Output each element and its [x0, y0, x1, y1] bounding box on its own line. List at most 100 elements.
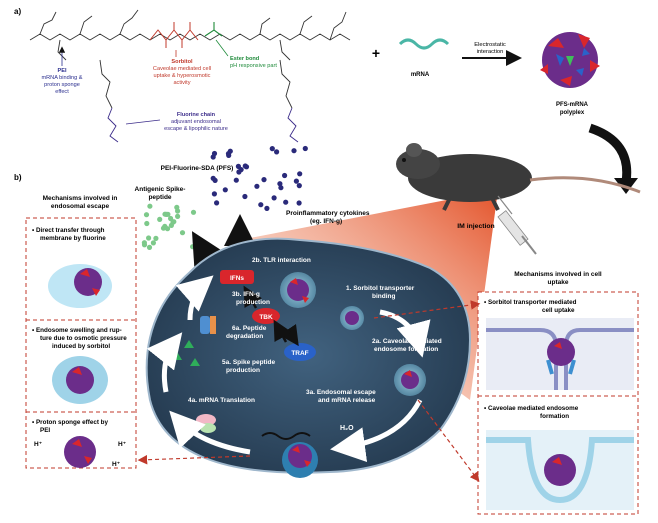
cytokine-dot: [296, 183, 302, 189]
svg-text:PEI: PEI: [40, 427, 50, 434]
caveolae-polyplex-icon: [394, 364, 426, 396]
svg-text:production: production: [236, 299, 270, 306]
cytokine-dot: [283, 199, 289, 205]
cytokine-dot: [271, 195, 277, 201]
cytokine-dot: [258, 202, 264, 208]
peptide-dot: [143, 212, 150, 218]
h-plus-1: H⁺: [34, 441, 42, 448]
polymer-structure: [29, 9, 351, 109]
peptide-dot: [146, 244, 153, 250]
cytokine-dot: [261, 177, 267, 183]
peptide-degradation-label: 6a. Peptide degradation: [226, 325, 267, 340]
svg-text:effect: effect: [55, 89, 69, 95]
mrna-release-icon: [261, 432, 311, 440]
svg-text:escape & lipophilic nature: escape & lipophilic nature: [164, 126, 228, 132]
svg-text:PFS-mRNA: PFS-mRNA: [556, 102, 589, 108]
svg-text:Mechanisms involved in cell: Mechanisms involved in cell: [514, 271, 602, 278]
svg-text:induced by sorbitol: induced by sorbitol: [52, 343, 110, 350]
svg-text:polyplex: polyplex: [560, 110, 585, 116]
cytokine-dot: [211, 150, 218, 157]
svg-text:• Endosome swelling and rup-: • Endosome swelling and rup-: [32, 327, 122, 334]
cytokines-label: Proinflammatory cytokines (eg. IFN-g): [286, 210, 370, 225]
tlr-label: 2b. TLR interaction: [252, 257, 311, 264]
svg-text:• Caveolae mediated endosome: • Caveolae mediated endosome: [484, 405, 579, 412]
fluorine-chains: [107, 107, 299, 143]
connector-to-escape: [137, 454, 251, 465]
escape-item-3: • Proton sponge effect by PEI: [32, 419, 109, 434]
svg-text:5a. Spike peptide: 5a. Spike peptide: [222, 359, 275, 366]
escape-item-2: • Endosome swelling and rup- ture due to…: [32, 327, 127, 350]
svg-text:pH responsive part: pH responsive part: [230, 63, 277, 69]
sorbitol-label: Sorbitol Caveolae mediated cell uptake &…: [153, 59, 211, 86]
syringe-icon: [497, 195, 537, 255]
traf-label: TRAF: [291, 350, 308, 357]
cytokine-dot: [211, 191, 217, 197]
svg-text:endosome formation: endosome formation: [374, 346, 438, 353]
svg-text:activity: activity: [173, 80, 190, 86]
cytokine-dot: [264, 205, 270, 211]
svg-text:Caveolae mediated cell: Caveolae mediated cell: [153, 66, 211, 72]
peptide-dot: [175, 208, 181, 214]
cytokine-dot: [297, 171, 303, 177]
cytokine-dot: [238, 167, 244, 173]
peptide-dot: [150, 240, 156, 246]
mrna-strand-icon: [398, 38, 450, 50]
escape-title: Mechanisms involved in endosomal escape: [43, 195, 118, 210]
svg-text:• Proton sponge effect by: • Proton sponge effect by: [32, 419, 109, 426]
svg-text:1. Sorbitol transporter: 1. Sorbitol transporter: [346, 285, 415, 292]
cytokine-dot: [302, 145, 308, 152]
uptake-item-2: • Caveolae mediated endosome formation: [484, 405, 579, 420]
cytokine-dot: [214, 200, 220, 206]
curved-arrow: [588, 123, 632, 183]
svg-text:Proinflammatory cytokines: Proinflammatory cytokines: [286, 210, 370, 217]
spike-production-label: 5a. Spike peptide production: [222, 359, 275, 374]
interaction-label: Electrostatic interaction: [474, 42, 506, 55]
peptide-dot: [147, 203, 153, 209]
h-plus-3: H⁺: [112, 461, 120, 468]
pei-label: PEI mRNA binding & proton sponge effect: [41, 68, 82, 95]
peptide-dot: [163, 211, 169, 217]
svg-text:binding: binding: [372, 293, 395, 300]
fluorine-pointer: [125, 119, 161, 125]
peptide-dot: [144, 220, 150, 227]
svg-text:membrane by fluorine: membrane by fluorine: [40, 235, 106, 242]
svg-text:(eg. IFN-g): (eg. IFN-g): [310, 218, 342, 225]
svg-text:peptide: peptide: [148, 194, 171, 201]
cytokine-dot: [277, 181, 283, 187]
svg-text:3a. Endosomal escape: 3a. Endosomal escape: [306, 389, 376, 396]
svg-text:endosomal escape: endosomal escape: [51, 203, 110, 210]
transporter-membrane-icon: [486, 318, 634, 390]
peptide-dot: [153, 235, 159, 241]
antigenic-peptide-dots: [141, 203, 197, 250]
endosomal-escape-label: 3a. Endosomal escape and mRNA release: [306, 389, 376, 404]
peptide-dot: [141, 242, 148, 248]
h-plus-2: H⁺: [118, 441, 126, 448]
cytokine-dot: [242, 193, 248, 200]
ester-moiety: [204, 22, 223, 37]
svg-text:3b. IFN-g: 3b. IFN-g: [232, 291, 260, 298]
tbk-label: TBK: [259, 314, 273, 321]
svg-text:ture due to osmotic pressure: ture due to osmotic pressure: [40, 335, 127, 342]
svg-text:uptake: uptake: [548, 279, 569, 286]
svg-text:uptake & hyperosmotic: uptake & hyperosmotic: [154, 73, 211, 79]
svg-text:interaction: interaction: [477, 49, 504, 55]
escape-1-polyplex-icon: [48, 264, 112, 308]
cytokine-dot: [291, 148, 297, 154]
svg-text:formation: formation: [540, 413, 569, 420]
h2o-label: H₂O: [340, 425, 354, 432]
escape-2-polyplex-icon: [52, 356, 108, 404]
tlr-polyplex-icon: [280, 272, 316, 308]
svg-text:Electrostatic: Electrostatic: [474, 42, 506, 48]
mouse-icon: [396, 143, 641, 211]
mrna-label: mRNA: [411, 72, 430, 78]
svg-text:Mechanisms involved in: Mechanisms involved in: [43, 195, 118, 202]
cytokine-dot: [296, 200, 302, 206]
svg-text:Fluorine chain: Fluorine chain: [177, 112, 216, 118]
peptide-dot: [190, 244, 196, 250]
uptake-title: Mechanisms involved in cell uptake: [514, 271, 602, 286]
escape-item-1: • Direct transfer through membrane by fl…: [32, 227, 106, 242]
panel-a-label: a): [14, 7, 21, 16]
escape-polyplex-icon: [282, 442, 318, 478]
svg-text:6a. Peptide: 6a. Peptide: [232, 325, 267, 332]
